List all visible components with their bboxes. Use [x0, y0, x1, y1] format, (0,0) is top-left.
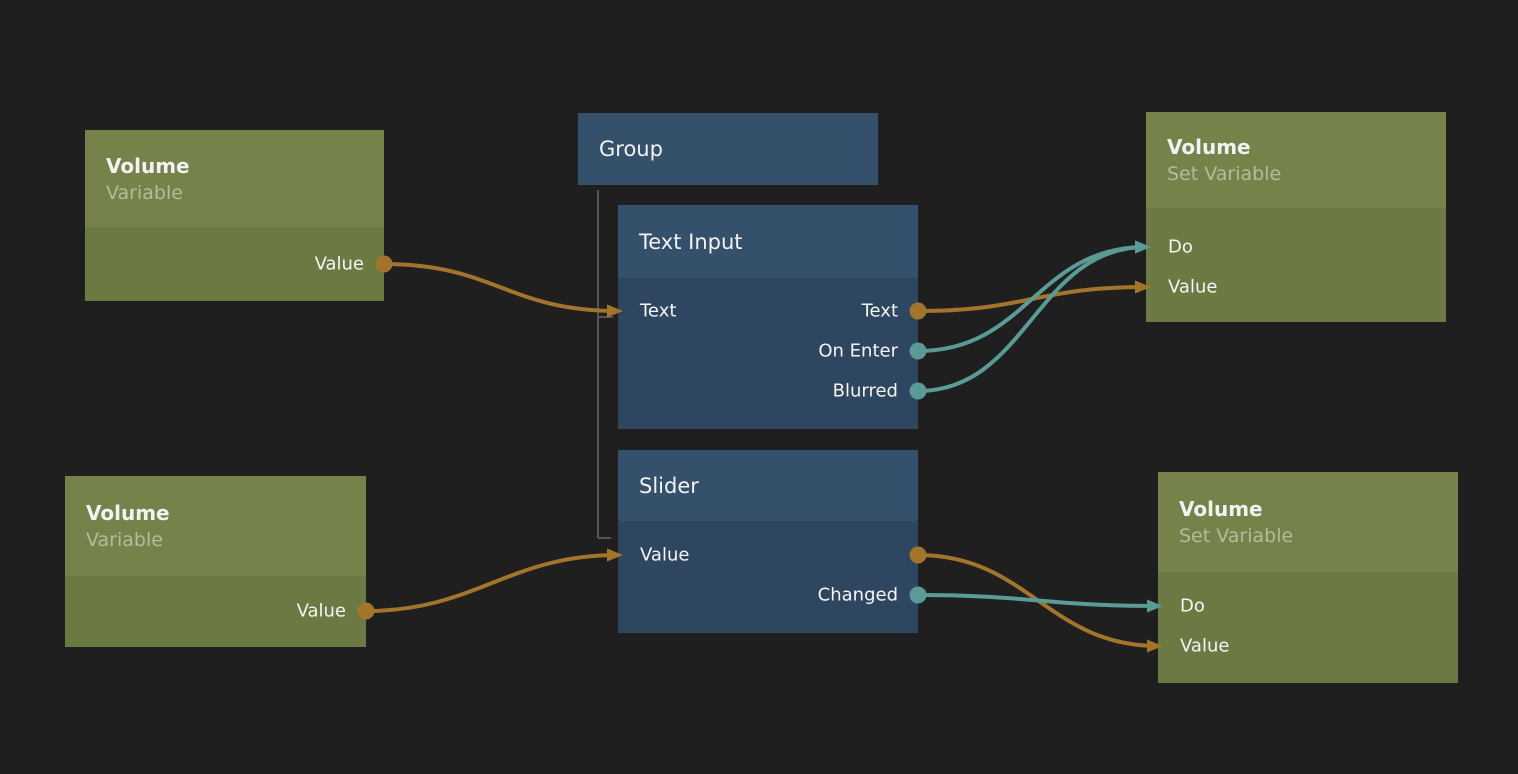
output-port-label[interactable]: Changed [818, 585, 898, 606]
node-title: Volume [86, 499, 366, 527]
node-header[interactable]: Text Input [618, 205, 918, 278]
connection-slider-changed-to-setvariable-do[interactable] [918, 595, 1158, 606]
node-header[interactable]: VolumeSet Variable [1158, 472, 1458, 572]
node-title: Volume [1167, 133, 1446, 161]
node-volume-set-variable-top[interactable]: VolumeSet VariableDoValue [1146, 112, 1446, 322]
node-slider[interactable]: SliderValueChanged [618, 450, 918, 633]
connection-textinput-text-to-setvariable-value[interactable] [918, 287, 1146, 311]
group-children-line [598, 190, 613, 538]
node-title: Group [599, 135, 878, 163]
node-volume-variable-bottom[interactable]: VolumeVariableValue [65, 476, 366, 647]
input-port-label[interactable]: Value [1168, 277, 1217, 298]
input-port-label[interactable]: Do [1180, 596, 1205, 617]
node-header[interactable]: Slider [618, 450, 918, 521]
node-header[interactable]: VolumeSet Variable [1146, 112, 1446, 208]
node-text-input[interactable]: Text InputText Text On EnterBlurred [618, 205, 918, 429]
connection-textinput-blurred-to-setvariable-do[interactable] [918, 247, 1146, 391]
connection-slider-value-to-setvariable-value[interactable] [918, 555, 1158, 646]
input-port-label[interactable]: Value [1180, 636, 1229, 657]
node-subtitle: Set Variable [1179, 523, 1458, 549]
node-volume-variable-top[interactable]: VolumeVariableValue [85, 130, 384, 301]
output-port-label[interactable]: Value [297, 601, 346, 622]
node-subtitle: Variable [86, 527, 366, 553]
input-port-label[interactable]: Value [640, 545, 689, 566]
output-port-label[interactable]: Text [862, 301, 898, 322]
node-header[interactable]: VolumeVariable [85, 130, 384, 227]
node-header[interactable]: VolumeVariable [65, 476, 366, 576]
node-title: Slider [639, 472, 918, 500]
node-header[interactable]: Group [578, 113, 878, 185]
node-subtitle: Set Variable [1167, 161, 1446, 187]
connection-textinput-onenter-to-setvariable-do[interactable] [918, 247, 1146, 351]
node-group[interactable]: Group [578, 113, 878, 185]
node-title: Volume [1179, 495, 1458, 523]
output-port-label[interactable]: On Enter [818, 341, 898, 362]
output-port-label[interactable]: Value [315, 254, 364, 275]
input-port-label[interactable]: Text [640, 301, 676, 322]
node-title: Volume [106, 152, 384, 180]
node-title: Text Input [639, 228, 918, 256]
node-volume-set-variable-bottom[interactable]: VolumeSet VariableDoValue [1158, 472, 1458, 683]
connection-volume-value-to-slider-value[interactable] [366, 555, 618, 611]
node-subtitle: Variable [106, 180, 384, 206]
input-port-label[interactable]: Do [1168, 237, 1193, 258]
output-port-label[interactable]: Blurred [833, 381, 898, 402]
connection-volume-value-to-textinput-text[interactable] [384, 264, 618, 311]
